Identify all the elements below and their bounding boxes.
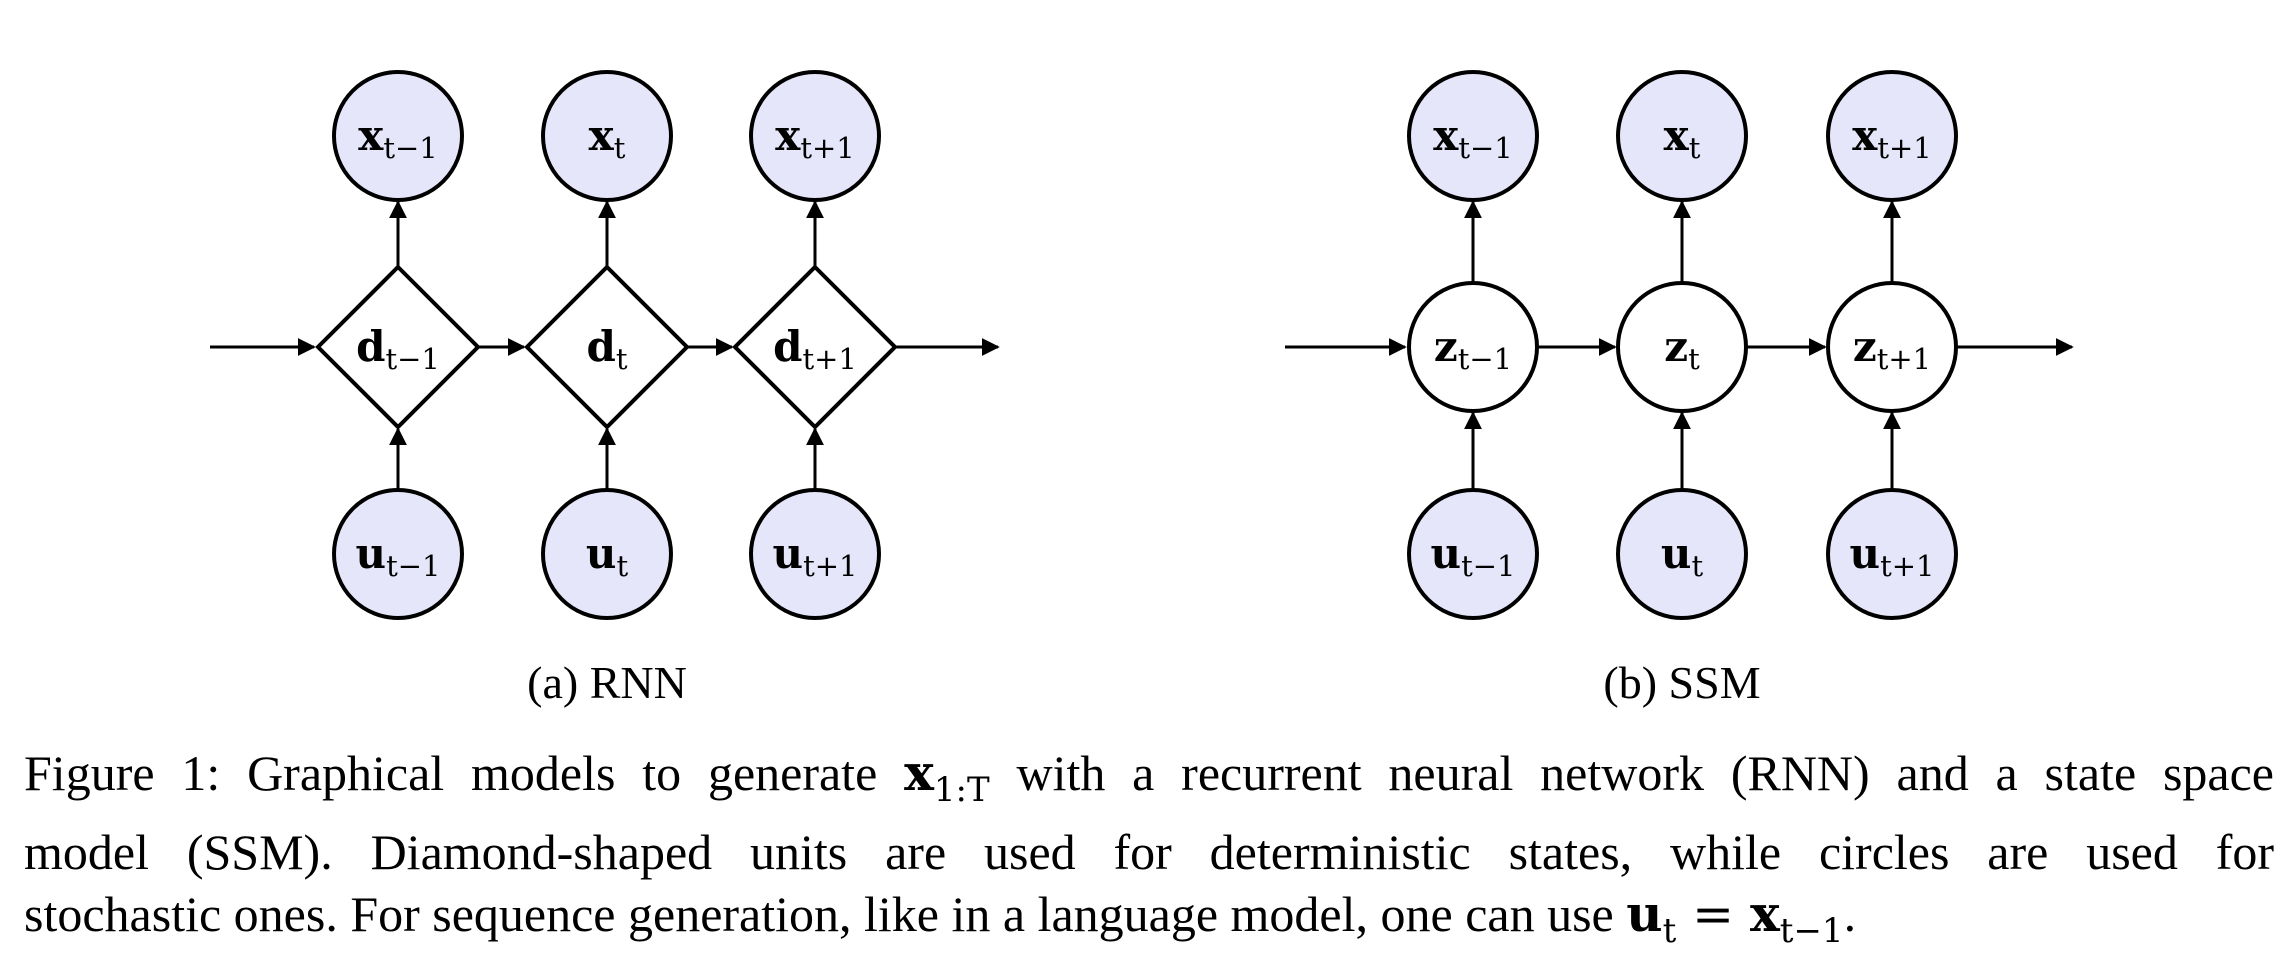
caption-text: with a recurrent neural network (RNN) an… bbox=[989, 745, 2274, 801]
rnn-state-label: dt−1 bbox=[356, 322, 440, 376]
rnn-panel-caption: (a) RNN bbox=[527, 657, 687, 708]
caption-text: . bbox=[1843, 886, 1857, 942]
ssm-input-label: ut−1 bbox=[1431, 529, 1516, 583]
rnn-output-label: xt bbox=[589, 111, 626, 165]
caption-math-x: x bbox=[1749, 884, 1780, 943]
ssm-output-node bbox=[1826, 70, 1958, 202]
caption-math-x: x bbox=[904, 743, 934, 802]
rnn-state-diamond bbox=[315, 264, 481, 430]
rnn-input-label: ut bbox=[586, 529, 629, 583]
figure-caption: Figure 1: Graphical models to generate x… bbox=[24, 742, 2274, 962]
ssm-state-label: zt bbox=[1664, 322, 1700, 376]
ssm-output-node bbox=[1407, 70, 1539, 202]
ssm-output-label: xt−1 bbox=[1433, 111, 1512, 165]
caption-text: Figure 1: Graphical models to generate bbox=[24, 745, 905, 801]
rnn-output-node bbox=[541, 70, 673, 202]
ssm-state-label: zt−1 bbox=[1434, 322, 1512, 376]
caption-math-sub: t bbox=[1662, 911, 1677, 951]
caption-line-1: Figure 1: Graphical models to generate x… bbox=[24, 742, 2274, 821]
caption-math-u: u bbox=[1626, 884, 1663, 943]
ssm-output-label: xt+1 bbox=[1852, 111, 1931, 165]
rnn-input-label: ut−1 bbox=[356, 529, 441, 583]
ssm-state-label: zt+1 bbox=[1853, 322, 1931, 376]
rnn-output-node bbox=[332, 70, 464, 202]
caption-line-3: stochastic ones. For sequence generation… bbox=[24, 883, 2274, 962]
ssm-panel-caption: (b) SSM bbox=[1603, 657, 1760, 708]
rnn-output-node bbox=[749, 70, 881, 202]
rnn-output-label: xt−1 bbox=[358, 111, 437, 165]
rnn-input-label: ut+1 bbox=[773, 529, 858, 583]
caption-math-sub: 1:T bbox=[933, 770, 990, 810]
caption-math-eq: = bbox=[1676, 885, 1750, 943]
rnn-state-diamond bbox=[732, 264, 898, 430]
rnn-state-diamond bbox=[524, 264, 690, 430]
ssm-output-label: xt bbox=[1664, 111, 1701, 165]
ssm-output-node bbox=[1616, 70, 1748, 202]
caption-line-2: model (SSM). Diamond-shaped units are us… bbox=[24, 824, 2274, 880]
ssm-input-label: ut+1 bbox=[1850, 529, 1935, 583]
caption-text: stochastic ones. For sequence generation… bbox=[24, 886, 1627, 942]
rnn-state-label: dt bbox=[586, 322, 627, 376]
rnn-output-label: xt+1 bbox=[775, 111, 854, 165]
ssm-panel: xt−1 ut−1 zt−1 xt ut zt xt+1 ut+1 zt+1 bbox=[1285, 70, 2074, 620]
caption-math-sub: t−1 bbox=[1779, 911, 1844, 951]
rnn-state-label: dt+1 bbox=[773, 322, 857, 376]
rnn-panel: xt−1 ut−1 dt−1 xt ut dt xt+1 ut+1 dt+1 bbox=[210, 70, 1000, 620]
ssm-input-label: ut bbox=[1661, 529, 1704, 583]
